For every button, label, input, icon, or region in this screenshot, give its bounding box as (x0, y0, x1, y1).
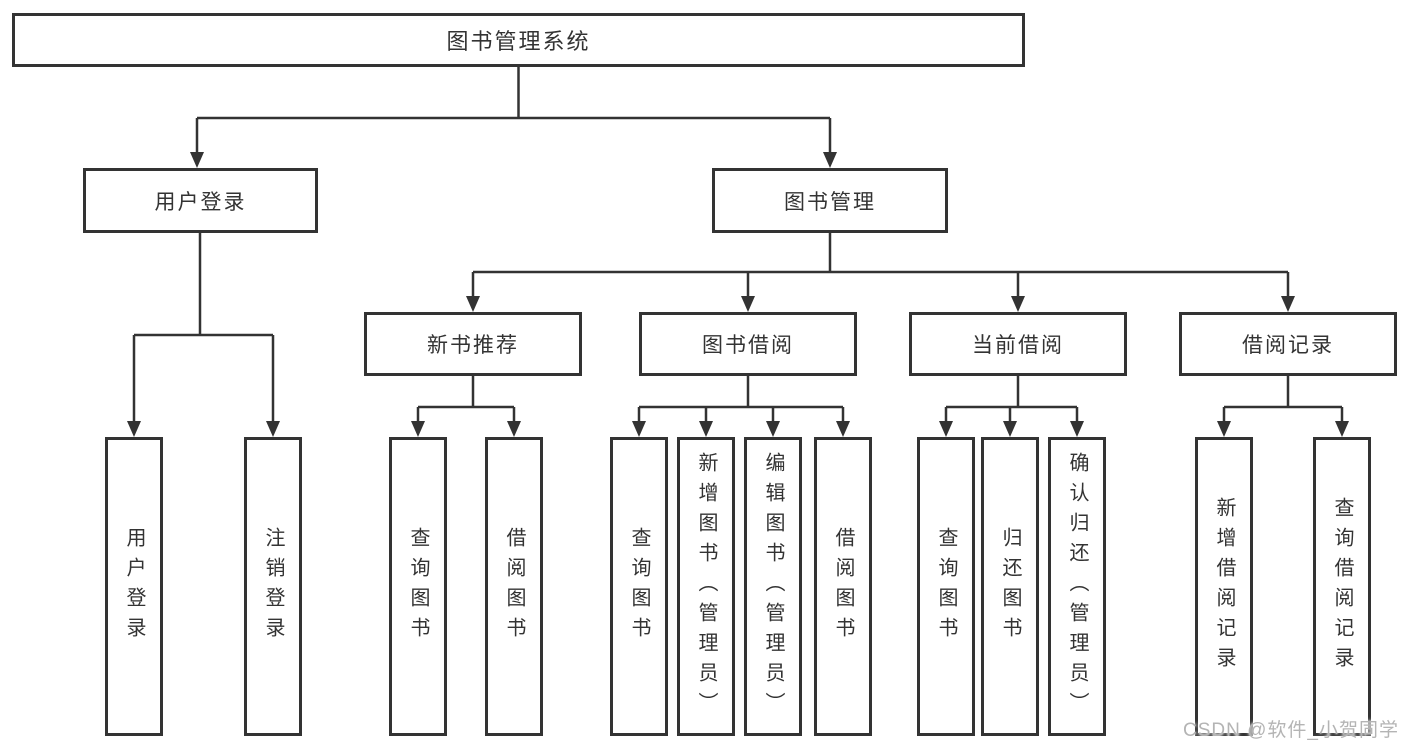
node-library-management-system: 图书管理系统 (12, 13, 1025, 67)
node-label: 新增借阅记录 (1213, 496, 1235, 677)
node-leaf-edit-books-admin: 编辑图书（管理员） (744, 437, 802, 736)
connector-current-borrow-children (939, 376, 1084, 437)
node-leaf-confirm-return-admin: 确认归还（管理员） (1048, 437, 1106, 736)
node-leaf-add-borrow-record: 新增借阅记录 (1195, 437, 1253, 736)
arrow-icon (1070, 421, 1084, 437)
node-borrow-record: 借阅记录 (1179, 312, 1397, 376)
node-label: 借阅图书 (503, 526, 525, 647)
arrow-icon (1335, 421, 1349, 437)
node-leaf-query-books-borrow: 查询图书 (610, 437, 668, 736)
connector-book-borrow-children (632, 376, 850, 437)
node-label: 新增图书（管理员） (695, 451, 717, 722)
arrow-icon (411, 421, 425, 437)
connector-root-to-level2 (190, 66, 837, 168)
node-label: 查询图书 (407, 526, 429, 647)
arrow-icon (507, 421, 521, 437)
arrow-icon (1217, 421, 1231, 437)
node-leaf-add-books-admin: 新增图书（管理员） (677, 437, 735, 736)
node-label: 注销登录 (262, 526, 284, 647)
node-user-login: 用户登录 (83, 168, 318, 233)
arrow-icon (939, 421, 953, 437)
arrow-icon (632, 421, 646, 437)
node-new-book-recommend: 新书推荐 (364, 312, 582, 376)
arrow-icon (190, 152, 204, 168)
node-leaf-borrow-books: 借阅图书 (814, 437, 872, 736)
node-label: 当前借阅 (972, 334, 1064, 357)
csdn-watermark: CSDN @软件_小贺同学 (1183, 720, 1399, 741)
node-label: 图书借阅 (702, 334, 794, 357)
node-label: 编辑图书（管理员） (762, 451, 784, 722)
node-label: 确认归还（管理员） (1066, 451, 1088, 722)
arrow-icon (1281, 296, 1295, 312)
connector-borrow-record-children (1217, 376, 1349, 437)
node-leaf-borrow-books-recommend: 借阅图书 (485, 437, 543, 736)
arrow-icon (127, 421, 141, 437)
node-label: 查询图书 (935, 526, 957, 647)
arrow-icon (823, 152, 837, 168)
node-label: 图书管理 (784, 190, 876, 214)
node-label: 用户登录 (154, 190, 247, 214)
node-label: 用户登录 (123, 526, 145, 647)
node-label: 图书管理系统 (446, 29, 591, 54)
node-label: 借阅记录 (1242, 334, 1334, 357)
node-label: 借阅图书 (832, 526, 854, 647)
node-label: 归还图书 (999, 526, 1021, 647)
node-label: 查询图书 (628, 526, 650, 647)
node-leaf-query-books-recommend: 查询图书 (389, 437, 447, 736)
node-leaf-user-login: 用户登录 (105, 437, 163, 736)
arrow-icon (836, 421, 850, 437)
node-leaf-logout: 注销登录 (244, 437, 302, 736)
connector-book-management-children (466, 233, 1295, 312)
node-leaf-return-books: 归还图书 (981, 437, 1039, 736)
connector-new-book-children (411, 376, 521, 437)
node-label: 查询借阅记录 (1331, 496, 1353, 677)
arrow-icon (699, 421, 713, 437)
arrow-icon (1003, 421, 1017, 437)
arrow-icon (266, 421, 280, 437)
node-leaf-query-borrow-record: 查询借阅记录 (1313, 437, 1371, 736)
connector-user-login-children (127, 233, 280, 437)
arrow-icon (766, 421, 780, 437)
node-label: 新书推荐 (427, 334, 519, 357)
node-book-management: 图书管理 (712, 168, 948, 233)
node-leaf-query-books-current: 查询图书 (917, 437, 975, 736)
arrow-icon (741, 296, 755, 312)
arrow-icon (1011, 296, 1025, 312)
node-current-borrow: 当前借阅 (909, 312, 1127, 376)
node-book-borrow: 图书借阅 (639, 312, 857, 376)
arrow-icon (466, 296, 480, 312)
